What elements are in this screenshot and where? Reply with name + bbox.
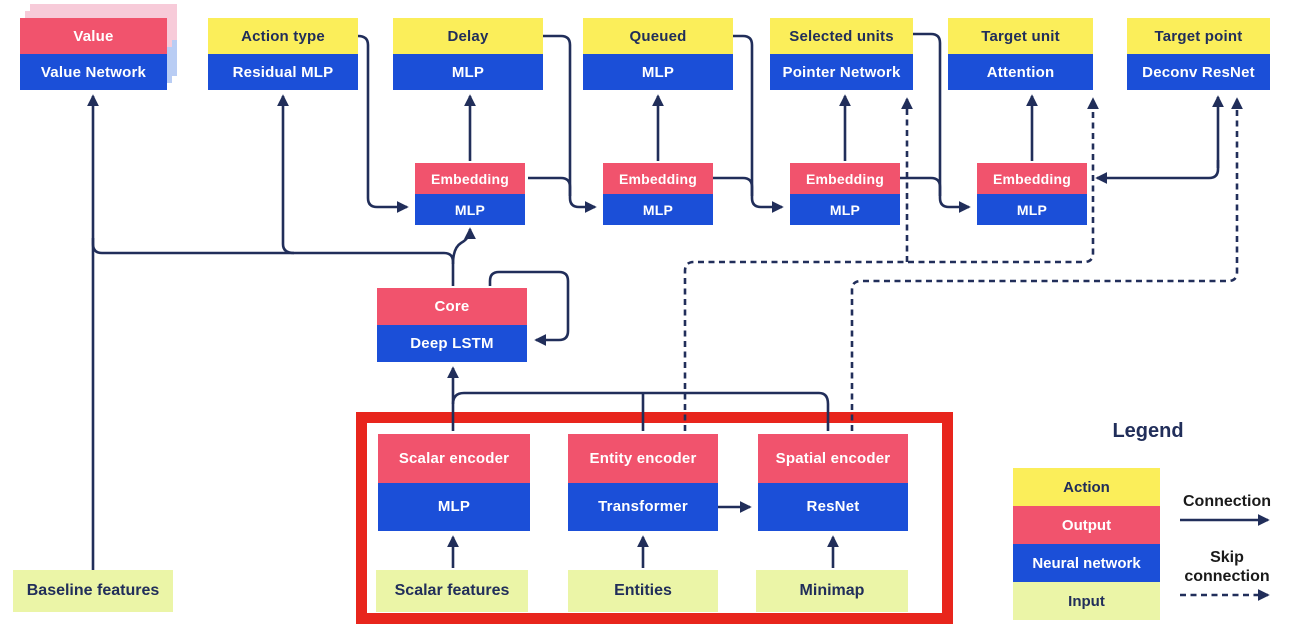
residual-mlp-label: Residual MLP bbox=[208, 54, 358, 90]
legend-swatch-action: Action bbox=[1013, 468, 1160, 506]
scalar-encoder-label: Scalar encoder bbox=[378, 434, 530, 483]
embedding-box-2: Embedding MLP bbox=[603, 163, 713, 225]
legend-title: Legend bbox=[1112, 420, 1184, 442]
embedding-box-4: Embedding MLP bbox=[977, 163, 1087, 225]
embedding-box-3: Embedding MLP bbox=[790, 163, 900, 225]
connection-queued-to-embedding3 bbox=[733, 34, 784, 213]
action-type-label: Action type bbox=[208, 18, 358, 54]
legend-swatch-output: Output bbox=[1013, 506, 1160, 544]
spatial-encoder-label: Spatial encoder bbox=[758, 434, 908, 483]
input-scalar-features: Scalar features bbox=[376, 570, 528, 612]
embedding2-label: Embedding bbox=[603, 163, 713, 194]
core-box: Core Deep LSTM bbox=[377, 288, 527, 362]
deep-lstm-label: Deep LSTM bbox=[377, 325, 527, 362]
connection-core-output-left bbox=[91, 238, 455, 286]
embedding3-label: Embedding bbox=[790, 163, 900, 194]
value-network-label: Value Network bbox=[20, 54, 167, 90]
connection-core-to-embedding1 bbox=[451, 227, 476, 265]
legend-skip-connection-label: Skip connection bbox=[1184, 549, 1270, 586]
head-box-delay: Delay MLP bbox=[393, 18, 543, 90]
head-box-value: Value Value Network bbox=[20, 18, 167, 90]
connection-embedding2-output-right bbox=[713, 176, 754, 196]
input-baseline-features: Baseline features bbox=[13, 570, 173, 612]
connection-embedding4-deconv-elbow bbox=[1095, 160, 1220, 184]
attention-label: Attention bbox=[948, 54, 1093, 90]
connection-selected-units-to-embedding4 bbox=[913, 32, 971, 213]
scalar-encoder-box: Scalar encoder MLP bbox=[378, 434, 530, 531]
connection-core-to-residual-mlp bbox=[277, 94, 295, 255]
embedding4-mlp-label: MLP bbox=[977, 194, 1087, 225]
head-box-queued: Queued MLP bbox=[583, 18, 733, 90]
resnet-label: ResNet bbox=[758, 482, 908, 531]
target-point-label: Target point bbox=[1127, 18, 1270, 54]
connection-action-type-to-embedding1 bbox=[357, 34, 409, 213]
queued-mlp-label: MLP bbox=[583, 54, 733, 90]
entity-encoder-box: Entity encoder Transformer bbox=[568, 434, 718, 531]
skip-connection-entity-to-attention bbox=[683, 97, 1099, 431]
selected-units-label: Selected units bbox=[770, 18, 913, 54]
connection-embedding1-output-right bbox=[528, 176, 572, 196]
embedding1-mlp-label: MLP bbox=[415, 194, 525, 225]
embedding1-label: Embedding bbox=[415, 163, 525, 194]
core-label: Core bbox=[377, 288, 527, 325]
embedding-box-1: Embedding MLP bbox=[415, 163, 525, 225]
transformer-label: Transformer bbox=[568, 482, 718, 531]
connection-delay-to-embedding2 bbox=[543, 34, 597, 213]
connection-embedding3-output-right bbox=[900, 176, 942, 196]
value-output-label: Value bbox=[20, 18, 167, 54]
entity-encoder-label: Entity encoder bbox=[568, 434, 718, 483]
deconv-resnet-label: Deconv ResNet bbox=[1127, 54, 1270, 90]
input-minimap: Minimap bbox=[756, 570, 908, 612]
embedding2-mlp-label: MLP bbox=[603, 194, 713, 225]
pointer-network-label: Pointer Network bbox=[770, 54, 913, 90]
scalar-encoder-mlp-label: MLP bbox=[378, 482, 530, 531]
head-box-selected-units: Selected units Pointer Network bbox=[770, 18, 913, 90]
legend-swatch-input: Input bbox=[1013, 582, 1160, 620]
spatial-encoder-box: Spatial encoder ResNet bbox=[758, 434, 908, 531]
head-box-target-point: Target point Deconv ResNet bbox=[1127, 18, 1270, 90]
queued-label: Queued bbox=[583, 18, 733, 54]
delay-mlp-label: MLP bbox=[393, 54, 543, 90]
delay-label: Delay bbox=[393, 18, 543, 54]
connection-lstm-recurrent-loop bbox=[488, 270, 570, 346]
head-box-action-type: Action type Residual MLP bbox=[208, 18, 358, 90]
input-entities: Entities bbox=[568, 570, 718, 612]
highlight-rectangle bbox=[356, 412, 953, 624]
embedding4-label: Embedding bbox=[977, 163, 1087, 194]
legend-swatch-neural-network: Neural network bbox=[1013, 544, 1160, 582]
head-box-target-unit: Target unit Attention bbox=[948, 18, 1093, 90]
embedding3-mlp-label: MLP bbox=[790, 194, 900, 225]
target-unit-label: Target unit bbox=[948, 18, 1093, 54]
skip-connection-spatial-to-deconv-resnet bbox=[850, 97, 1243, 431]
connection-encoder-merge-horizontal bbox=[451, 391, 830, 431]
legend-connection-label: Connection bbox=[1183, 493, 1271, 510]
